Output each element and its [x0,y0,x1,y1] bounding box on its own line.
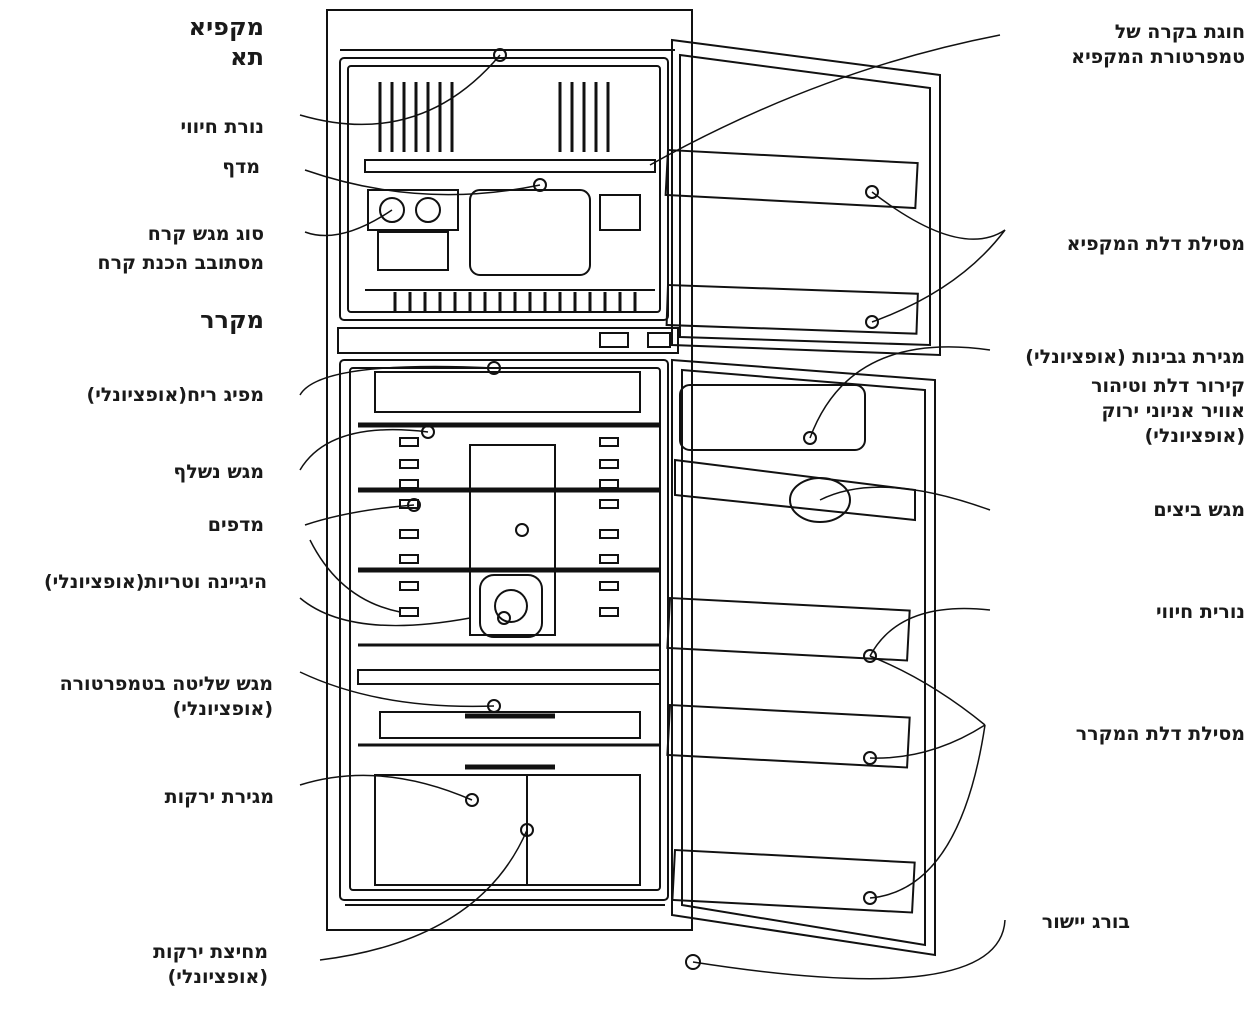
label-hygiene-batteries: היגיינה וטריות(אופציונלי) [44,571,267,593]
label-temp-control-tray-line1: מגש שליטה בטמפרטורה [59,673,273,695]
ice-maker [367,189,459,231]
label-door-cooling: קירור דלת וטיהור אוויר אניוני ירוק (אופצ… [1005,374,1245,449]
freezer-door [671,38,941,357]
fridge-door [671,358,936,957]
cheese-drawer [679,384,866,451]
middle-divider [337,327,679,354]
label-freezer-temp-knob-line1: חוגת בקרה של [1114,21,1245,43]
freezer-compartment-body [339,57,669,321]
label-egg-tray: מגש ביצים [1153,499,1245,521]
label-ice-tray-type: סוג מגש קרח [147,223,264,245]
label-freezer-temp-knob: חוגת בקרה של טמפרטורת המקפיא [1005,20,1245,70]
label-vegetable-divider: מחיצת ירקות (אופציונלי) [110,940,268,990]
label-freezer-temp-knob-line2: טמפרטורת המקפיא [1071,46,1245,68]
label-leveling-screw: בורג יישור [1041,911,1130,933]
label-fridge-lamp: נורית חיווי [1155,601,1245,623]
label-temp-control-tray-line2: (אופציונלי) [172,698,273,720]
label-sliding-tray: מגש נשלף [173,461,264,483]
label-freezer-door-rack: מסילת דלת המקפיא [1066,233,1245,255]
label-vegetable-divider-line1: מחיצת ירקות [153,941,268,963]
label-vegetable-divider-line2: (אופציונלי) [167,966,268,988]
cabinet-outline [326,9,693,931]
label-freezer-lamp: נורת חיווי [180,116,264,138]
label-shelves: מדפים [207,514,264,536]
label-odor-dispenser: מפיג ריח(אופציונלי) [86,384,264,406]
label-ice-maker-rotary: מסתובב הכנת קרח [97,252,264,274]
label-door-cooling-line3: (אופציונלי) [1144,425,1245,447]
label-fridge-door-rack: מסילת דלת המקרר [1075,723,1245,745]
label-freezer-compartment-line1: מקפיא [188,13,264,41]
label-shelf-top: מדף [222,156,260,178]
label-refrigerator: מקרר [200,306,264,334]
label-vegetable-drawer: מגירת ירקות [164,786,274,808]
vegetable-drawer [374,774,641,886]
label-cheese-drawer: מגירת גבינות (אופציונלי) [1025,346,1245,368]
leveling-screw [685,954,701,970]
label-temp-control-tray: מגש שליטה בטמפרטורה (אופציונלי) [5,672,273,722]
label-freezer-compartment: מקפיא תא [182,12,264,72]
label-door-cooling-line2: אוויר אניוני ירוק [1101,400,1245,422]
label-freezer-compartment-line2: תא [230,43,264,71]
hygiene-device [479,574,543,638]
label-door-cooling-line1: קירור דלת וטיהור [1091,375,1245,397]
